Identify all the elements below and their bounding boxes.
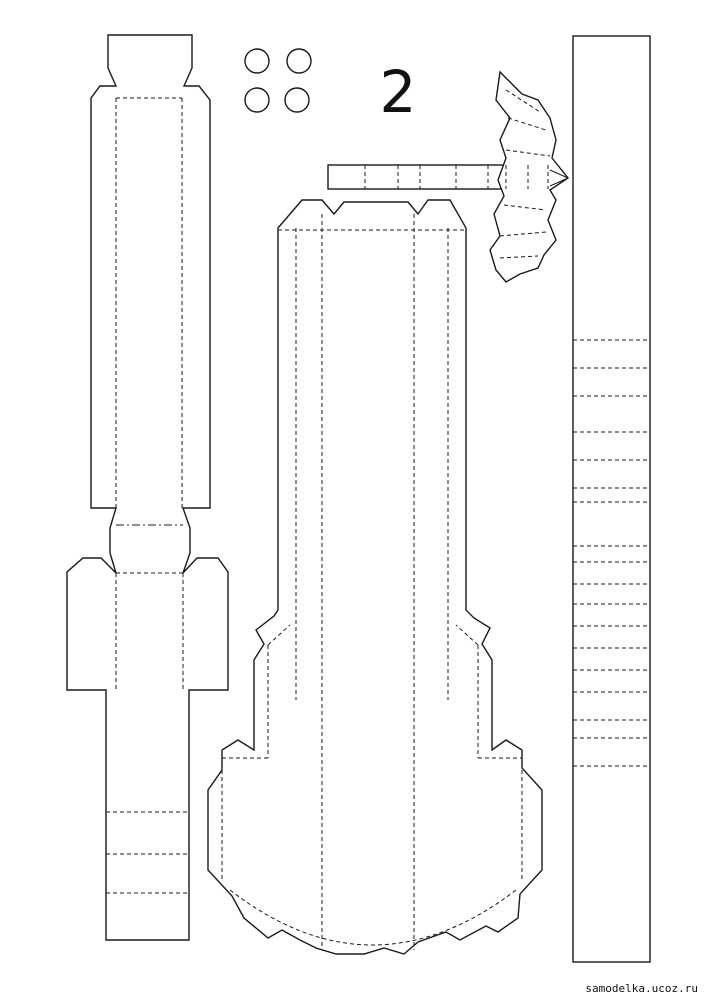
knob-circle: [244, 48, 270, 74]
side-strip-rect: [572, 35, 651, 963]
neck-outline: [66, 34, 229, 941]
body-outline: [207, 199, 543, 955]
knob-circle: [284, 87, 310, 113]
guitar-body: [207, 199, 543, 955]
bridge-strip: [327, 164, 507, 190]
watermark-text: samodelka.ucoz.ru: [585, 982, 698, 995]
bridge-rect: [327, 164, 507, 190]
knob-circle: [286, 48, 312, 74]
neck-and-peg-strip: [66, 34, 229, 941]
knob-circle: [244, 87, 270, 113]
zigzag-outline: [489, 70, 570, 283]
zigzag-tail-piece: [489, 70, 570, 283]
long-side-strip: [572, 35, 651, 963]
round-knobs: [244, 48, 312, 113]
sheet-number: 2: [380, 58, 417, 126]
